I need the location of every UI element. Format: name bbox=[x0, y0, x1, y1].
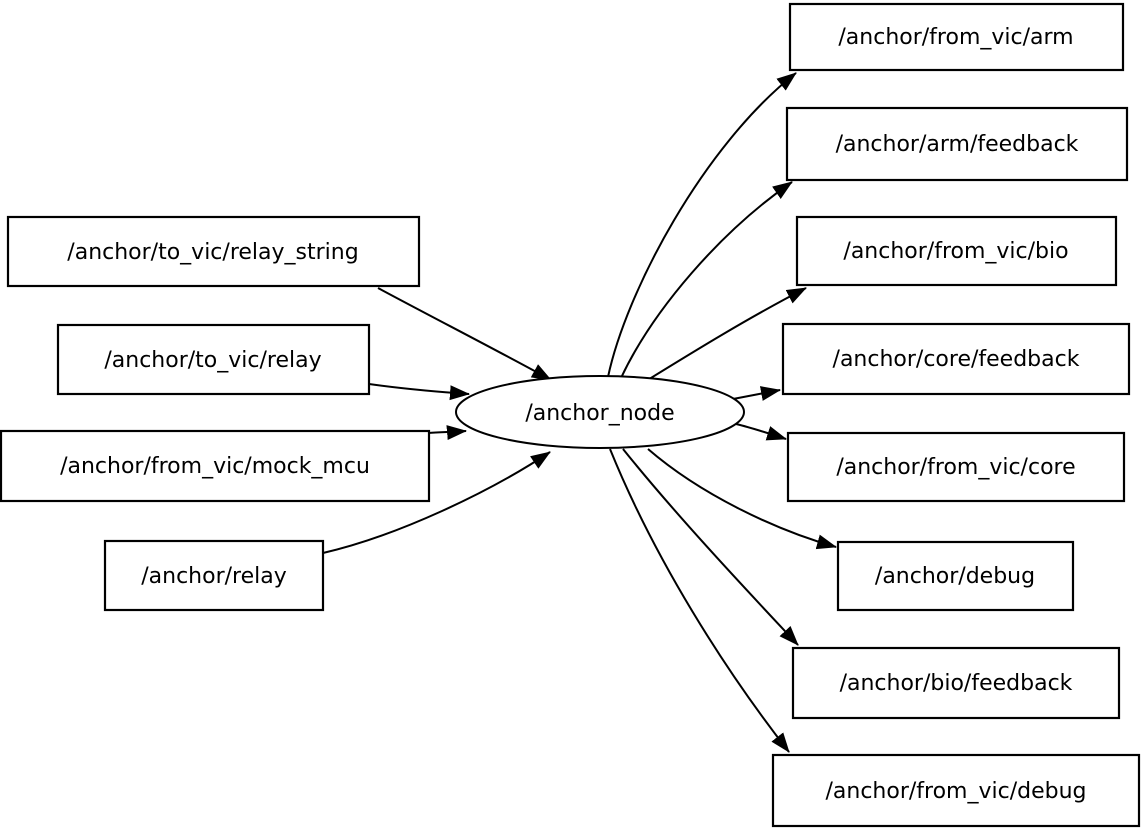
topic-box bbox=[6, 215, 421, 288]
topic-box bbox=[781, 322, 1131, 396]
topic-node-from-vic-core: /anchor/from_vic/core bbox=[786, 431, 1126, 503]
topic-node-bio-feedback: /anchor/bio/feedback bbox=[791, 646, 1121, 720]
topic-node-to-vic-relay: /anchor/to_vic/relay bbox=[56, 323, 371, 396]
topic-box bbox=[771, 753, 1141, 828]
edge-anchor-node-to-from-vic-core bbox=[735, 423, 787, 441]
topic-box bbox=[56, 323, 371, 396]
topic-label: /anchor/from_vic/arm bbox=[838, 25, 1073, 50]
topic-box bbox=[785, 106, 1129, 182]
topic-label: /anchor/from_vic/core bbox=[836, 455, 1075, 480]
edge-to-vic-relay-to-anchor-node bbox=[368, 383, 470, 401]
topic-box bbox=[788, 2, 1125, 72]
topic-label: /anchor/from_vic/mock_mcu bbox=[60, 454, 370, 479]
topic-label: /anchor/bio/feedback bbox=[840, 671, 1073, 696]
topic-label: /anchor/core/feedback bbox=[833, 347, 1080, 372]
topic-node-to-vic-relay-string: /anchor/to_vic/relay_string bbox=[6, 215, 421, 288]
topic-node-from-vic-bio: /anchor/from_vic/bio bbox=[795, 215, 1118, 287]
topic-box bbox=[786, 431, 1126, 503]
topic-box bbox=[791, 646, 1121, 720]
edge-anchor-node-to-from-vic-bio bbox=[645, 287, 807, 382]
edge-to-vic-relay-string-to-anchor-node bbox=[377, 287, 552, 381]
topic-node-from-vic-arm: /anchor/from_vic/arm bbox=[788, 2, 1125, 72]
topic-label: /anchor/from_vic/bio bbox=[843, 239, 1068, 264]
edge-anchor-node-to-debug bbox=[647, 448, 837, 550]
topic-label: /anchor/from_vic/debug bbox=[825, 779, 1086, 804]
edge-relay-to-anchor-node bbox=[322, 451, 551, 554]
topic-node-from-vic-debug: /anchor/from_vic/debug bbox=[771, 753, 1141, 828]
topic-label: /anchor/to_vic/relay_string bbox=[67, 240, 358, 265]
topic-node-relay: /anchor/relay bbox=[103, 539, 325, 612]
edge-anchor-node-to-core-feedback bbox=[732, 386, 781, 401]
topic-box bbox=[795, 215, 1118, 287]
topic-label: /anchor/arm/feedback bbox=[836, 132, 1079, 157]
topic-box bbox=[836, 540, 1075, 612]
edge-anchor-node-to-from-vic-arm bbox=[607, 72, 797, 378]
topic-label: /anchor/debug bbox=[875, 564, 1035, 589]
edge-from-vic-mock-mcu-to-anchor-node bbox=[427, 425, 467, 441]
topic-node-core-feedback: /anchor/core/feedback bbox=[781, 322, 1131, 396]
topic-label: /anchor/to_vic/relay bbox=[104, 348, 321, 373]
topic-box bbox=[103, 539, 325, 612]
edge-anchor-node-to-from-vic-debug bbox=[609, 448, 790, 753]
anchor-node-label: /anchor_node bbox=[525, 401, 674, 426]
topic-node-arm-feedback: /anchor/arm/feedback bbox=[785, 106, 1129, 182]
topic-node-debug: /anchor/debug bbox=[836, 540, 1075, 612]
topic-box bbox=[0, 429, 431, 503]
edge-anchor-node-to-arm-feedback bbox=[620, 181, 793, 379]
anchor-node: /anchor_node bbox=[455, 375, 745, 449]
anchor-node-ellipse bbox=[455, 375, 745, 449]
edge-anchor-node-to-bio-feedback bbox=[622, 448, 799, 646]
topic-node-from-vic-mock-mcu: /anchor/from_vic/mock_mcu bbox=[0, 429, 431, 503]
topic-label: /anchor/relay bbox=[141, 564, 287, 589]
